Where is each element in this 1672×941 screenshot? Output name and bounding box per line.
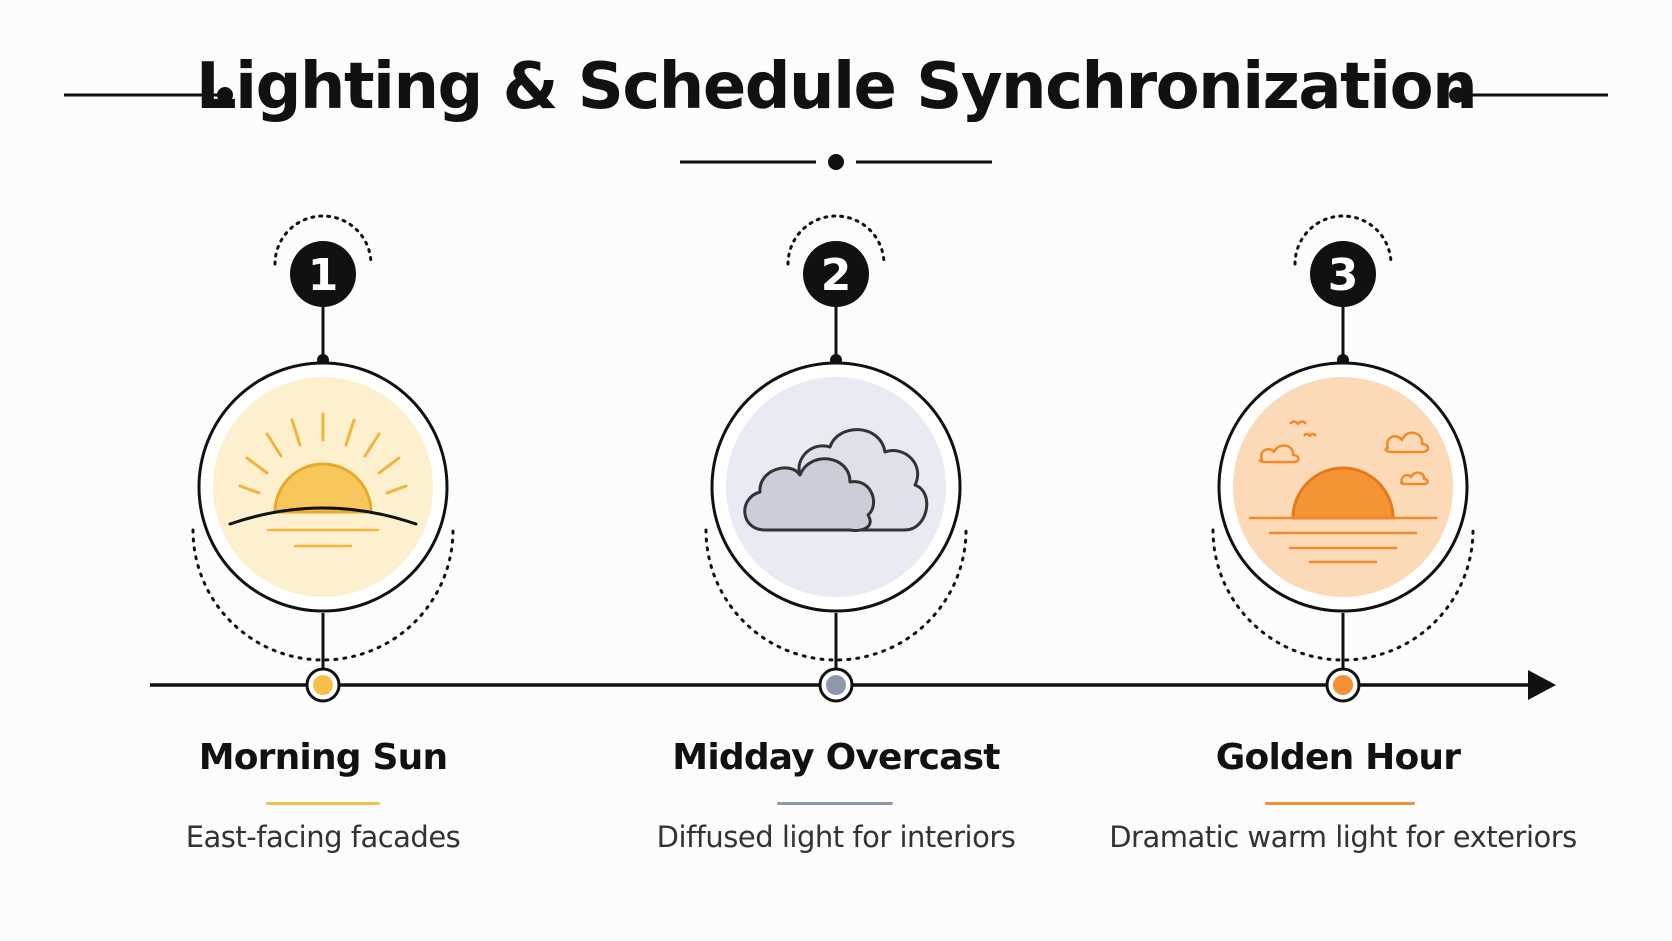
step-badge [290, 241, 356, 307]
stage-underline-1 [266, 802, 380, 805]
page-title: Lighting & Schedule Synchronization [195, 50, 1478, 124]
stage-description-1: East-facing facades [185, 820, 461, 854]
title-ornament-right [1449, 87, 1608, 103]
cloud-icon [743, 428, 929, 532]
sunset-icon [1248, 420, 1438, 564]
timeline-arrowhead [1528, 670, 1556, 700]
stage-description-2: Diffused light for interiors [656, 820, 1016, 854]
medallion-dotted-arc [704, 528, 968, 662]
stage-1-graphic: 1 [191, 214, 455, 703]
stage-2-graphic: 2 [704, 214, 968, 703]
stage-underline-2 [777, 802, 893, 805]
medallion-dotted-arc [191, 528, 455, 662]
title-divider [680, 154, 992, 170]
stage-underline-3 [1265, 802, 1415, 805]
step-number: 2 [821, 250, 852, 301]
stage-description-3: Dramatic warm light for exteriors [1109, 820, 1577, 854]
small-cloud-icons [1258, 420, 1430, 486]
stage-3-graphic: 3 [1211, 214, 1475, 703]
step-badge [803, 241, 869, 307]
stage-label-midday-overcast: Midday Overcast [672, 737, 1000, 778]
badge-arc [1293, 214, 1393, 266]
title-ornament-left [64, 87, 233, 103]
badge-arc [273, 214, 373, 266]
sunrise-icon [228, 412, 418, 548]
stage-label-golden-hour: Golden Hour [1215, 737, 1461, 778]
step-badge [1310, 241, 1376, 307]
medallion-dotted-arc [1211, 528, 1475, 662]
stage-label-morning-sun: Morning Sun [198, 737, 448, 778]
step-number: 1 [308, 250, 339, 301]
badge-arc [786, 214, 886, 266]
step-number: 3 [1328, 250, 1359, 301]
